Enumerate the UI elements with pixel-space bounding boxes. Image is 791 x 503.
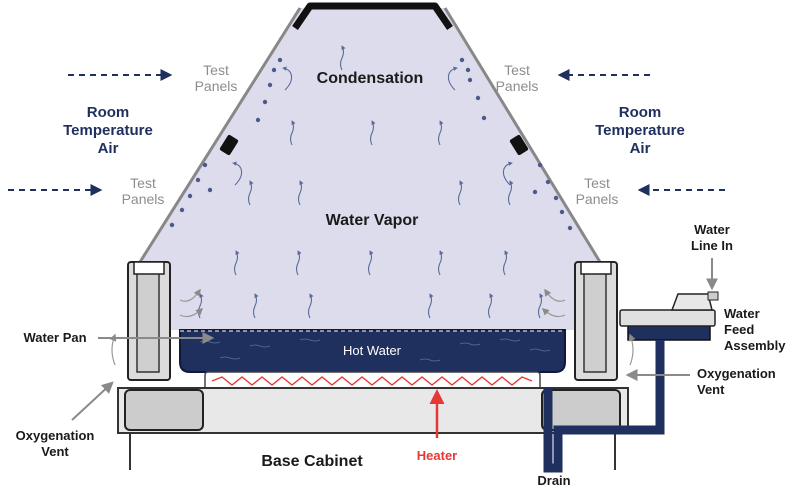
oxygenation-vent-left-arrow: [71, 381, 114, 421]
vapor-wisps: [197, 45, 544, 319]
test-panels-tl-line1: Test: [203, 62, 229, 78]
water-feed-line3: Assembly: [724, 338, 786, 353]
test-panels-ml-line1: Test: [130, 175, 156, 191]
condensation-label: Condensation: [317, 70, 424, 87]
water-line-in-line2: Line In: [691, 238, 733, 253]
room-air-right-line1: Room: [619, 104, 662, 121]
right-wall-cap: [580, 261, 612, 275]
water-feed-assembly-label: Water Feed Assembly: [724, 306, 786, 353]
water-feed-valve: [670, 293, 713, 311]
test-panels-top-left-label: Test Panels: [195, 62, 238, 94]
water-feed-top: [619, 309, 716, 327]
base-block-left: [124, 389, 204, 431]
chamber-roof-right: [443, 7, 602, 263]
left-wall-inner: [136, 271, 160, 373]
water-line-in-label: Water Line In: [691, 222, 733, 253]
water-feed-line1: Water: [724, 306, 760, 321]
test-panels-ml-line2: Panels: [122, 191, 165, 207]
condensation-droplets: [169, 57, 573, 231]
test-panels-tr-line2: Panels: [496, 78, 539, 94]
test-panels-mr-line2: Panels: [576, 191, 619, 207]
room-air-left-line1: Room: [87, 104, 130, 121]
panel-clamp-left: [219, 134, 239, 156]
heater-label: Heater: [417, 448, 457, 463]
ox-vent-left-line2: Vent: [41, 444, 69, 459]
ox-vent-right-line1: Oxygenation: [697, 366, 776, 381]
airflow-arrows: [109, 288, 636, 366]
drain-label: Drain: [537, 473, 570, 488]
test-panels-mid-right-label: Test Panels: [576, 175, 619, 207]
drain-pipe: [543, 340, 665, 473]
test-panels-mr-line1: Test: [584, 175, 610, 191]
hot-water-pan: [179, 329, 566, 373]
room-air-left-line2: Temperature: [63, 122, 153, 139]
test-panels-top-right-label: Test Panels: [496, 62, 539, 94]
right-wall-inner: [583, 271, 607, 373]
water-pan-label: Water Pan: [23, 330, 86, 345]
water-feed-inlet: [707, 291, 719, 301]
chamber-vapor: [140, 8, 600, 330]
room-air-left-label: Room Temperature Air: [63, 104, 153, 157]
base-cabinet-label: Base Cabinet: [261, 453, 363, 470]
hot-water-label: Hot Water: [343, 343, 402, 358]
room-air-right-label: Room Temperature Air: [595, 104, 685, 157]
test-panels-tr-line1: Test: [504, 62, 530, 78]
oxygenation-vent-right-label: Oxygenation Vent: [697, 366, 776, 397]
water-vapor-label: Water Vapor: [326, 212, 419, 229]
water-feed-tank: [627, 324, 711, 341]
chamber-lid: [292, 2, 453, 30]
left-wall-cap: [133, 261, 165, 275]
water-feed-line2: Feed: [724, 322, 754, 337]
room-air-right-line2: Temperature: [595, 122, 685, 139]
base-block-right: [541, 389, 621, 431]
ox-vent-right-line2: Vent: [697, 382, 725, 397]
room-air-left-line3: Air: [98, 140, 119, 157]
panel-clamp-right: [509, 134, 529, 156]
test-panels-mid-left-label: Test Panels: [122, 175, 165, 207]
oxygenation-vent-left-label: Oxygenation Vent: [16, 428, 95, 459]
test-panels-tl-line2: Panels: [195, 78, 238, 94]
water-line-in-line1: Water: [694, 222, 730, 237]
heater-element: [211, 376, 533, 386]
chamber-roof-left: [138, 7, 302, 263]
ox-vent-left-line1: Oxygenation: [16, 428, 95, 443]
room-air-right-line3: Air: [630, 140, 651, 157]
